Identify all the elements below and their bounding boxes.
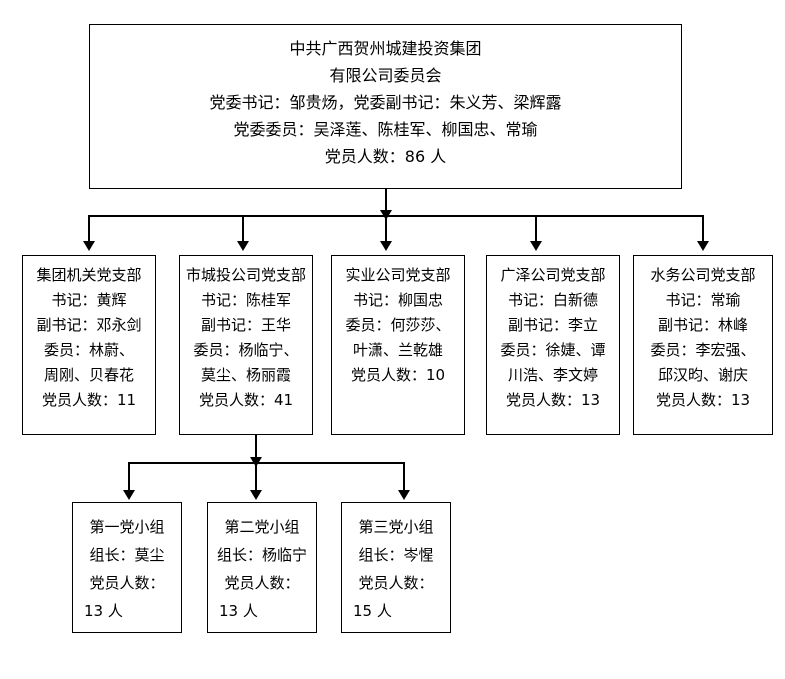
branch-node-water-affairs[interactable]: 水务公司党支部 书记：常瑜 副书记：林峰 委员：李宏强、 邱汉昀、谢庆 党员人数… [633,255,773,435]
root-node-party-committee[interactable]: 中共广西贺州城建投资集团 有限公司委员会 党委书记：邹贵炀，党委副书记：朱义芳、… [89,24,682,189]
branch-node-group-agency[interactable]: 集团机关党支部 书记：黄辉 副书记：邓永剑 委员：林蔚、 周刚、贝春花 党员人数… [22,255,156,435]
branch-4-line-2: 书记：常瑜 [665,291,741,309]
group-2-line-4: 15 人 [353,602,392,620]
connector-branch-arrow-0 [83,241,95,251]
branch-1-line-6: 党员人数：41 [198,391,294,409]
group-node-third[interactable]: 第三党小组 组长：岑惺 党员人数： 15 人 [341,502,451,633]
group-node-second[interactable]: 第二党小组 组长：杨临宁 党员人数： 13 人 [207,502,317,633]
connector-branch-drop-4 [702,215,704,243]
branch-2-line-5: 党员人数：10 [350,366,446,384]
group-0-line-4: 13 人 [84,602,123,620]
branch-0-line-2: 书记：黄辉 [51,291,127,309]
group-1-line-2: 组长：杨临宁 [216,546,307,564]
branch-0-line-1: 集团机关党支部 [36,266,142,284]
branch-0-line-3: 副书记：邓永剑 [36,316,142,334]
connector-group-drop-1 [255,462,257,492]
connector-branch-arrow-4 [697,241,709,251]
connector-branch-drop-1 [242,215,244,243]
connector-branch-bus [88,215,703,217]
connector-group-arrow-0 [123,490,135,500]
group-1-line-1: 第二党小组 [224,518,300,536]
branch-node-guangze[interactable]: 广泽公司党支部 书记：白新德 副书记：李立 委员：徐婕、谭 川浩、李文婷 党员人… [486,255,620,435]
group-0-line-2: 组长：莫尘 [89,546,165,564]
root-line-3: 党委书记：邹贵炀，党委副书记：朱义芳、梁辉露 [209,93,562,112]
branch-4-line-5: 邱汉昀、谢庆 [657,366,748,384]
branch-2-line-3: 委员：何莎莎、 [345,316,451,334]
group-2-line-2: 组长：岑惺 [358,546,434,564]
branch-2-line-1: 实业公司党支部 [345,266,451,284]
group-1-line-4: 13 人 [219,602,258,620]
connector-branch-arrow-2 [380,241,392,251]
root-line-5: 党员人数：86 人 [324,147,447,166]
connector-branch-drop-0 [88,215,90,243]
branch-2-line-4: 叶潇、兰乾雄 [352,341,443,359]
connector-root-stem [385,189,387,214]
connector-group-arrow-2 [398,490,410,500]
group-0-line-1: 第一党小组 [89,518,165,536]
connector-group-stem [255,435,257,461]
branch-0-line-5: 周刚、贝春花 [43,366,134,384]
branch-4-line-6: 党员人数：13 [655,391,751,409]
branch-3-line-5: 川浩、李文婷 [507,366,598,384]
branch-3-line-1: 广泽公司党支部 [500,266,606,284]
branch-1-line-4: 委员：杨临宁、 [193,341,299,359]
branch-0-line-4: 委员：林蔚、 [43,341,134,359]
connector-branch-drop-3 [535,215,537,243]
branch-3-line-2: 书记：白新德 [507,291,598,309]
group-node-first[interactable]: 第一党小组 组长：莫尘 党员人数： 13 人 [72,502,182,633]
branch-4-line-3: 副书记：林峰 [657,316,748,334]
group-1-line-3: 党员人数： [224,574,300,592]
branch-1-line-1: 市城投公司党支部 [185,266,306,284]
group-2-line-1: 第三党小组 [358,518,434,536]
branch-3-line-4: 委员：徐婕、谭 [500,341,606,359]
branch-0-line-6: 党员人数：11 [41,391,137,409]
branch-1-line-5: 莫尘、杨丽霞 [200,366,291,384]
connector-branch-arrow-3 [530,241,542,251]
connector-branch-arrow-1 [237,241,249,251]
branch-node-industrial[interactable]: 实业公司党支部 书记：柳国忠 委员：何莎莎、 叶潇、兰乾雄 党员人数：10 [331,255,465,435]
root-line-1: 中共广西贺州城建投资集团 [289,39,482,58]
branch-1-line-3: 副书记：王华 [200,316,291,334]
connector-group-arrow-1 [250,490,262,500]
root-line-4: 党委委员：吴泽莲、陈桂军、柳国忠、常瑜 [233,120,538,139]
branch-4-line-1: 水务公司党支部 [650,266,756,284]
branch-node-city-investment[interactable]: 市城投公司党支部 书记：陈桂军 副书记：王华 委员：杨临宁、 莫尘、杨丽霞 党员… [179,255,313,435]
connector-group-drop-0 [128,462,130,492]
group-0-line-3: 党员人数： [89,574,165,592]
root-line-2: 有限公司委员会 [329,66,442,85]
branch-4-line-4: 委员：李宏强、 [650,341,756,359]
connector-group-bus [128,462,404,464]
connector-group-drop-2 [403,462,405,492]
branch-2-line-2: 书记：柳国忠 [352,291,443,309]
branch-3-line-3: 副书记：李立 [507,316,598,334]
connector-branch-drop-2 [385,215,387,243]
branch-1-line-2: 书记：陈桂军 [200,291,291,309]
branch-3-line-6: 党员人数：13 [505,391,601,409]
group-2-line-3: 党员人数： [358,574,434,592]
